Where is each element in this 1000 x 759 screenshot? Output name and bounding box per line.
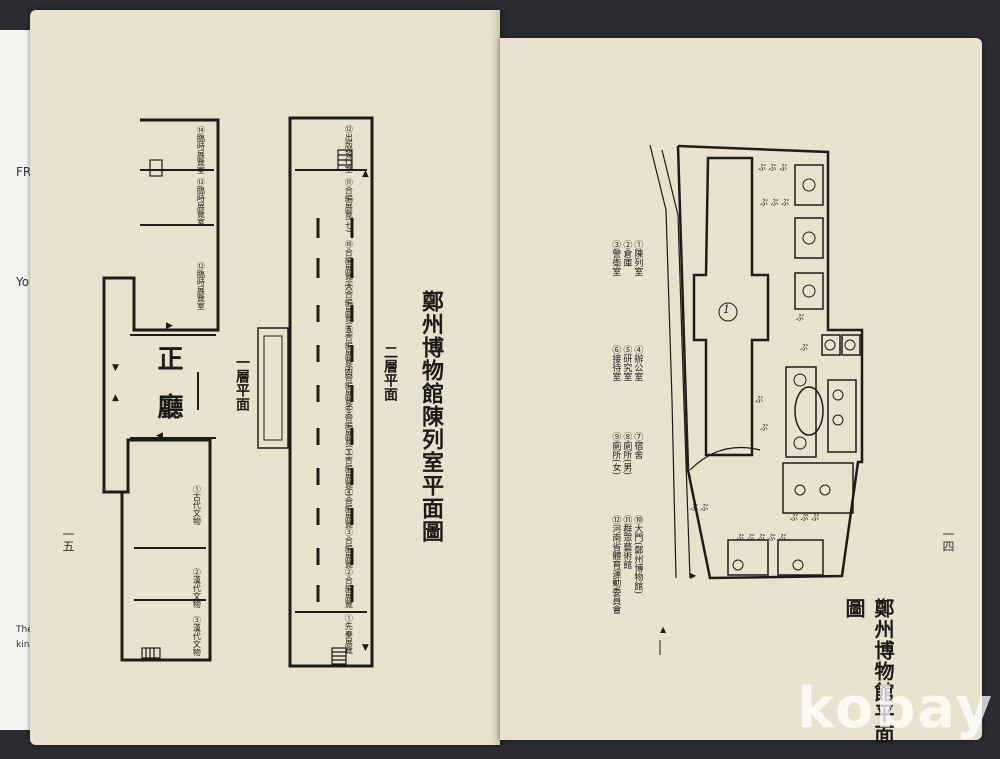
right-page-title: 鄭州博物館平面圖 [842, 598, 895, 745]
left-page-title: 鄭州博物館陳列室平面圖 [418, 290, 444, 543]
legend-item: ⑪群眾藝術館 [621, 515, 632, 569]
main-building [692, 156, 770, 457]
upper-room-label: ⑩合編展覽(六) [344, 240, 354, 295]
legend-item: ⑩大門(鄭州博物館) [632, 515, 643, 595]
left-page [30, 10, 500, 745]
svg-text:▶: ▶ [166, 321, 173, 331]
svg-text:▼: ▼ [112, 363, 119, 373]
lower-right-room-label: ②漢代文物 [192, 568, 202, 608]
svg-text:ぷ ぷ ぷ: ぷ ぷ ぷ [790, 513, 819, 522]
svg-text:ぷ ぷ: ぷ ぷ [690, 503, 709, 512]
upper-room-label: ②合編展覽 [344, 568, 354, 608]
svg-text:ぷ ぷ ぷ ぷ ぷ: ぷ ぷ ぷ ぷ ぷ [736, 533, 786, 542]
svg-text:▲: ▲ [112, 393, 119, 403]
right-page-number: 一四 [941, 528, 955, 552]
svg-text:▶: ▶ [690, 571, 697, 580]
svg-text:▲: ▲ [660, 625, 667, 634]
main-building-number: 1 [723, 303, 730, 316]
underlying-text-fragment: kin [16, 640, 30, 650]
lower-left-room-label: ⑬臨時展覽室 [196, 178, 206, 226]
legend-item: ⑫河南省體育運動委員會 [610, 515, 621, 614]
underlying-text-fragment: Yo [16, 275, 30, 289]
hall-label: 正廳 [153, 345, 183, 441]
svg-text:ぷ: ぷ [800, 343, 808, 352]
watermark-logo: kobay [797, 676, 994, 741]
legend-item: ⑨廁所(女) [610, 432, 621, 476]
second-floor-outline [288, 116, 374, 668]
upper-room-label: ⑪合編展覽(七) [344, 178, 354, 233]
svg-text:ぷ: ぷ [760, 423, 768, 432]
upper-room-label: ①先秦展覽 [344, 614, 354, 654]
upper-room-label: ⑫出版發行室 [344, 125, 354, 173]
legend-item: ③警衛室 [610, 240, 621, 276]
site-boundary [676, 144, 864, 580]
upper-room-label: ③合編展覽 [344, 528, 354, 568]
svg-text:◀: ◀ [156, 431, 163, 441]
svg-text:▲: ▲ [362, 169, 369, 179]
left-page-number: 一五 [61, 528, 75, 552]
legend-item: ②倉庫 [621, 240, 632, 267]
svg-text:ぷ ぷ ぷ: ぷ ぷ ぷ [758, 163, 787, 172]
right-page [500, 38, 982, 740]
first-floor-outline [102, 118, 220, 662]
svg-text:▼: ▼ [362, 643, 369, 653]
underlying-text-fragment: The [16, 625, 33, 635]
underlying-text-fragment: FR [16, 165, 32, 179]
upper-room-label: ④合編展覽 [344, 488, 354, 528]
floor-one-label: 一層平面 [234, 355, 250, 411]
legend-item: ⑧廁所(男) [621, 432, 632, 476]
legend-item: ⑦宿舍 [632, 432, 643, 459]
lower-right-room-label: ③漢代文物 [192, 616, 202, 656]
svg-text:ぷ: ぷ [796, 313, 804, 322]
lower-left-room-label: ⑭臨時展覽室 [196, 126, 206, 174]
upper-room-label: ⑤合編展覽(一) [344, 448, 354, 503]
upper-room-label: ⑨合編展覽(五) [344, 282, 354, 337]
legend-item: ⑤研究室 [621, 345, 632, 381]
legend-item: ①陳列室 [632, 240, 643, 276]
upper-room-label: ⑥合編展覽(二) [344, 405, 354, 460]
upper-room-label: ⑦合編展覽(三) [344, 365, 354, 420]
lower-left-room-label: ⑫臨時展覽室 [196, 262, 206, 310]
floor-two-label: 二層平面 [382, 345, 398, 401]
upper-room-label: ⑧合編展覽(四) [344, 325, 354, 380]
svg-text:ぷ: ぷ [755, 395, 763, 404]
svg-text:ぷ ぷ ぷ: ぷ ぷ ぷ [760, 198, 789, 207]
lower-right-room-label: ①古代文物 [192, 485, 202, 525]
stair-icon [141, 647, 161, 659]
legend-item: ⑥接待室 [610, 345, 621, 381]
legend-item: ④辦公室 [632, 345, 643, 381]
